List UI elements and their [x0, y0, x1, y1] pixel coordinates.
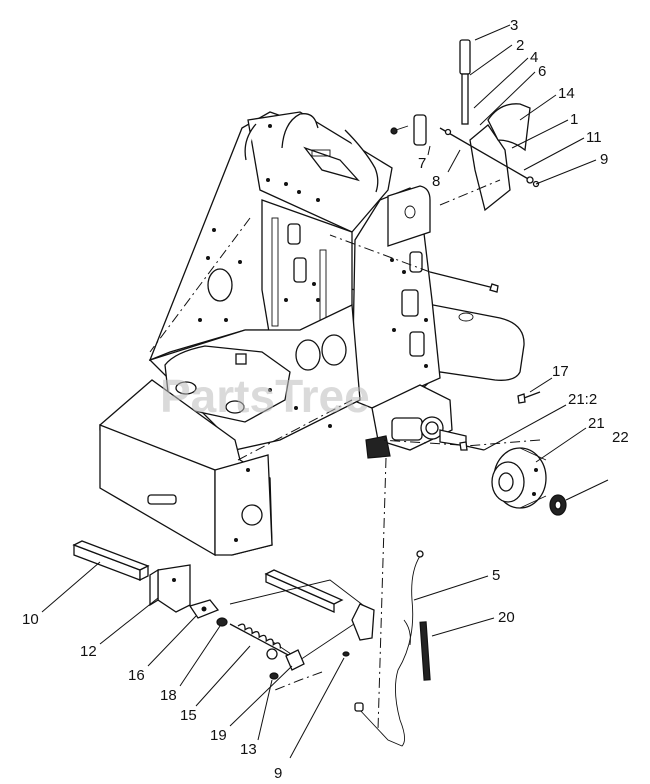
- callout-7: 7: [418, 155, 426, 172]
- wheel-motor-assembly: [365, 384, 467, 459]
- callout-19: 19: [210, 727, 227, 744]
- main-frame: [99, 111, 525, 557]
- callout-labels: 3 2 4 6 14 1 11 9 7 8 17 21:2 21 22 5 20…: [22, 17, 629, 782]
- callout-21: 21: [588, 415, 605, 432]
- callout-1: 1: [570, 111, 578, 128]
- callout-16: 16: [128, 667, 145, 684]
- latch-plate: [229, 569, 375, 661]
- callout-8: 8: [432, 173, 440, 190]
- spring-assembly: [216, 617, 350, 680]
- extension-spring: [419, 621, 431, 681]
- callout-17: 17: [552, 363, 569, 380]
- callout-3: 3: [510, 17, 518, 34]
- callout-14: 14: [558, 85, 575, 102]
- callout-9-upper: 9: [600, 151, 608, 168]
- wheel-hub: [491, 447, 547, 509]
- callout-2: 2: [516, 37, 524, 54]
- assembly-lines: [149, 179, 541, 731]
- latch-block: [188, 599, 220, 619]
- callout-22: 22: [612, 429, 629, 446]
- leader-lines: [41, 24, 609, 759]
- callout-20: 20: [498, 609, 515, 626]
- control-lever-assembly: [390, 39, 540, 293]
- callout-21-2: 21:2: [568, 391, 597, 408]
- callout-9-lower: 9: [274, 765, 282, 782]
- compression-spring: [237, 623, 282, 649]
- callout-10: 10: [22, 611, 39, 628]
- callout-6: 6: [538, 63, 546, 80]
- ballast-bar: [72, 540, 150, 582]
- callout-11: 11: [586, 129, 602, 146]
- mounting-bolts: [459, 391, 541, 451]
- callout-15: 15: [180, 707, 197, 724]
- callout-5: 5: [492, 567, 500, 584]
- frame-holes: [198, 124, 428, 542]
- control-cable: [354, 550, 424, 747]
- hub-nut: [549, 494, 567, 516]
- mounting-bracket: [149, 564, 191, 613]
- callout-18: 18: [160, 687, 177, 704]
- callout-13: 13: [240, 741, 257, 758]
- callout-4: 4: [530, 49, 538, 66]
- callout-12: 12: [80, 643, 97, 660]
- watermark-text: PartsTree: [160, 370, 370, 422]
